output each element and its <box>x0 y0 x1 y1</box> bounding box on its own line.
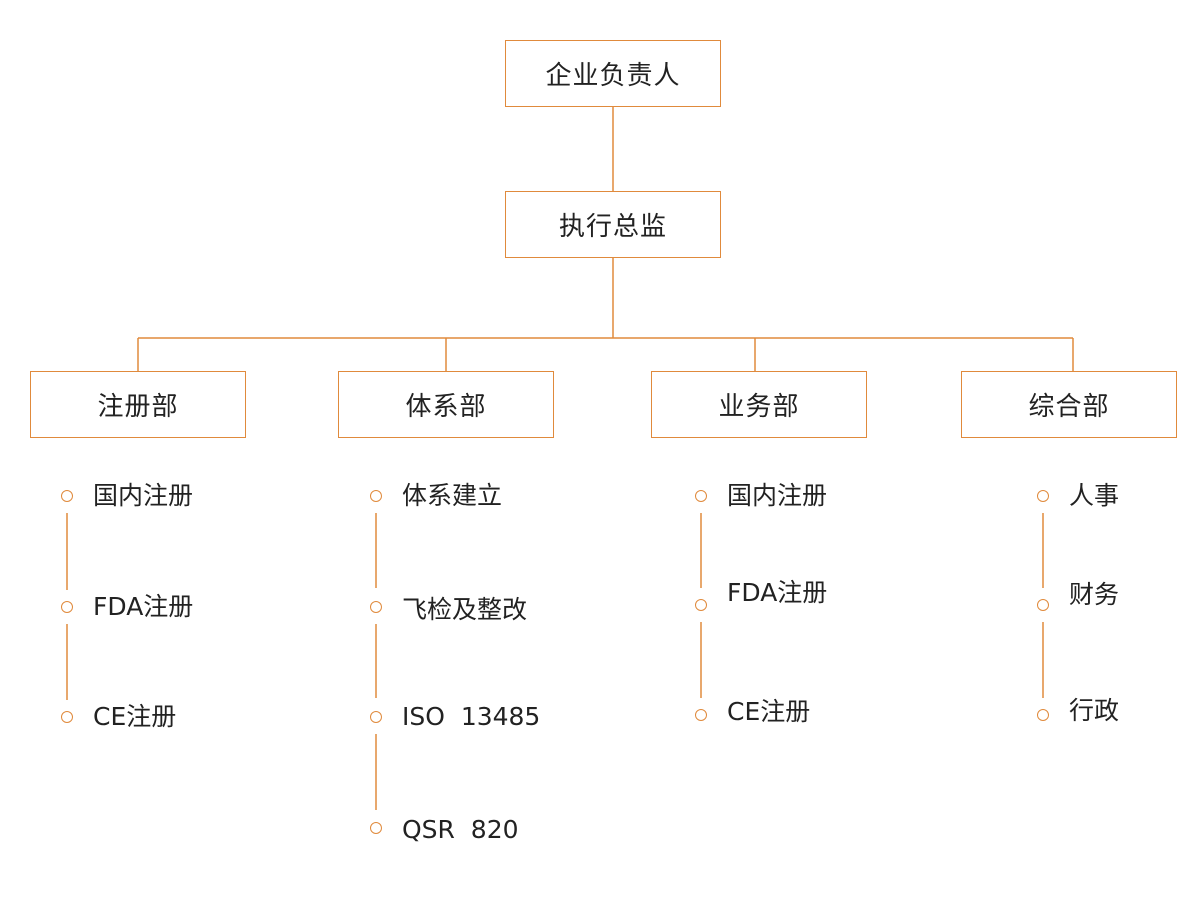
director-node-label: 执行总监 <box>558 212 667 242</box>
dept-item: 财务 <box>1037 580 1119 622</box>
director-node: 执行总监 <box>505 191 721 258</box>
dept-item: 体系建立 <box>370 479 502 513</box>
department-label: 业务部 <box>718 392 800 422</box>
department-node-system: 体系部 <box>338 371 554 438</box>
dept-item: FDA注册 <box>61 590 193 624</box>
circle-bullet-icon <box>370 822 382 834</box>
department-label: 综合部 <box>1028 392 1110 422</box>
department-label: 注册部 <box>97 392 179 422</box>
dept-item-label: FDA注册 <box>727 578 828 607</box>
dept-item-label: 人事 <box>1069 481 1120 510</box>
dept-item: 人事 <box>1037 479 1119 513</box>
dept-item-label: 体系建立 <box>402 481 503 510</box>
dept-item-label: 国内注册 <box>727 481 828 510</box>
department-node-registration: 注册部 <box>30 371 246 438</box>
dept-item-label: CE注册 <box>727 697 811 726</box>
department-node-general: 综合部 <box>961 371 1177 438</box>
dept-item: FDA注册 <box>695 578 827 622</box>
dept-item: QSR 820 <box>370 811 519 845</box>
dept-item: CE注册 <box>61 700 176 734</box>
dept-item: 国内注册 <box>695 479 827 513</box>
department-label: 体系部 <box>405 392 487 422</box>
circle-bullet-icon <box>370 711 382 723</box>
circle-bullet-icon <box>61 711 73 723</box>
dept-item-label: 行政 <box>1069 696 1120 725</box>
root-node: 企业负责人 <box>505 40 721 107</box>
circle-bullet-icon <box>370 601 382 613</box>
circle-bullet-icon <box>61 601 73 613</box>
circle-bullet-icon <box>61 490 73 502</box>
root-node-label: 企业负责人 <box>545 61 681 91</box>
dept-item-label: QSR 820 <box>402 815 519 844</box>
dept-item: CE注册 <box>695 697 810 732</box>
circle-bullet-icon <box>1037 709 1049 721</box>
circle-bullet-icon <box>695 709 707 721</box>
dept-item-label: FDA注册 <box>93 592 194 621</box>
department-node-business: 业务部 <box>651 371 867 438</box>
dept-item: 行政 <box>1037 696 1119 732</box>
dept-item-label: 国内注册 <box>93 481 194 510</box>
dept-item: 飞检及整改 <box>370 590 527 624</box>
circle-bullet-icon <box>1037 490 1049 502</box>
dept-item: ISO 13485 <box>370 700 540 734</box>
dept-item-label: 飞检及整改 <box>402 595 528 624</box>
circle-bullet-icon <box>1037 599 1049 611</box>
dept-item-label: 财务 <box>1069 580 1120 609</box>
circle-bullet-icon <box>695 599 707 611</box>
circle-bullet-icon <box>370 490 382 502</box>
dept-item-label: CE注册 <box>93 702 177 731</box>
dept-item-label: ISO 13485 <box>402 702 541 731</box>
dept-item: 国内注册 <box>61 479 193 513</box>
circle-bullet-icon <box>695 490 707 502</box>
